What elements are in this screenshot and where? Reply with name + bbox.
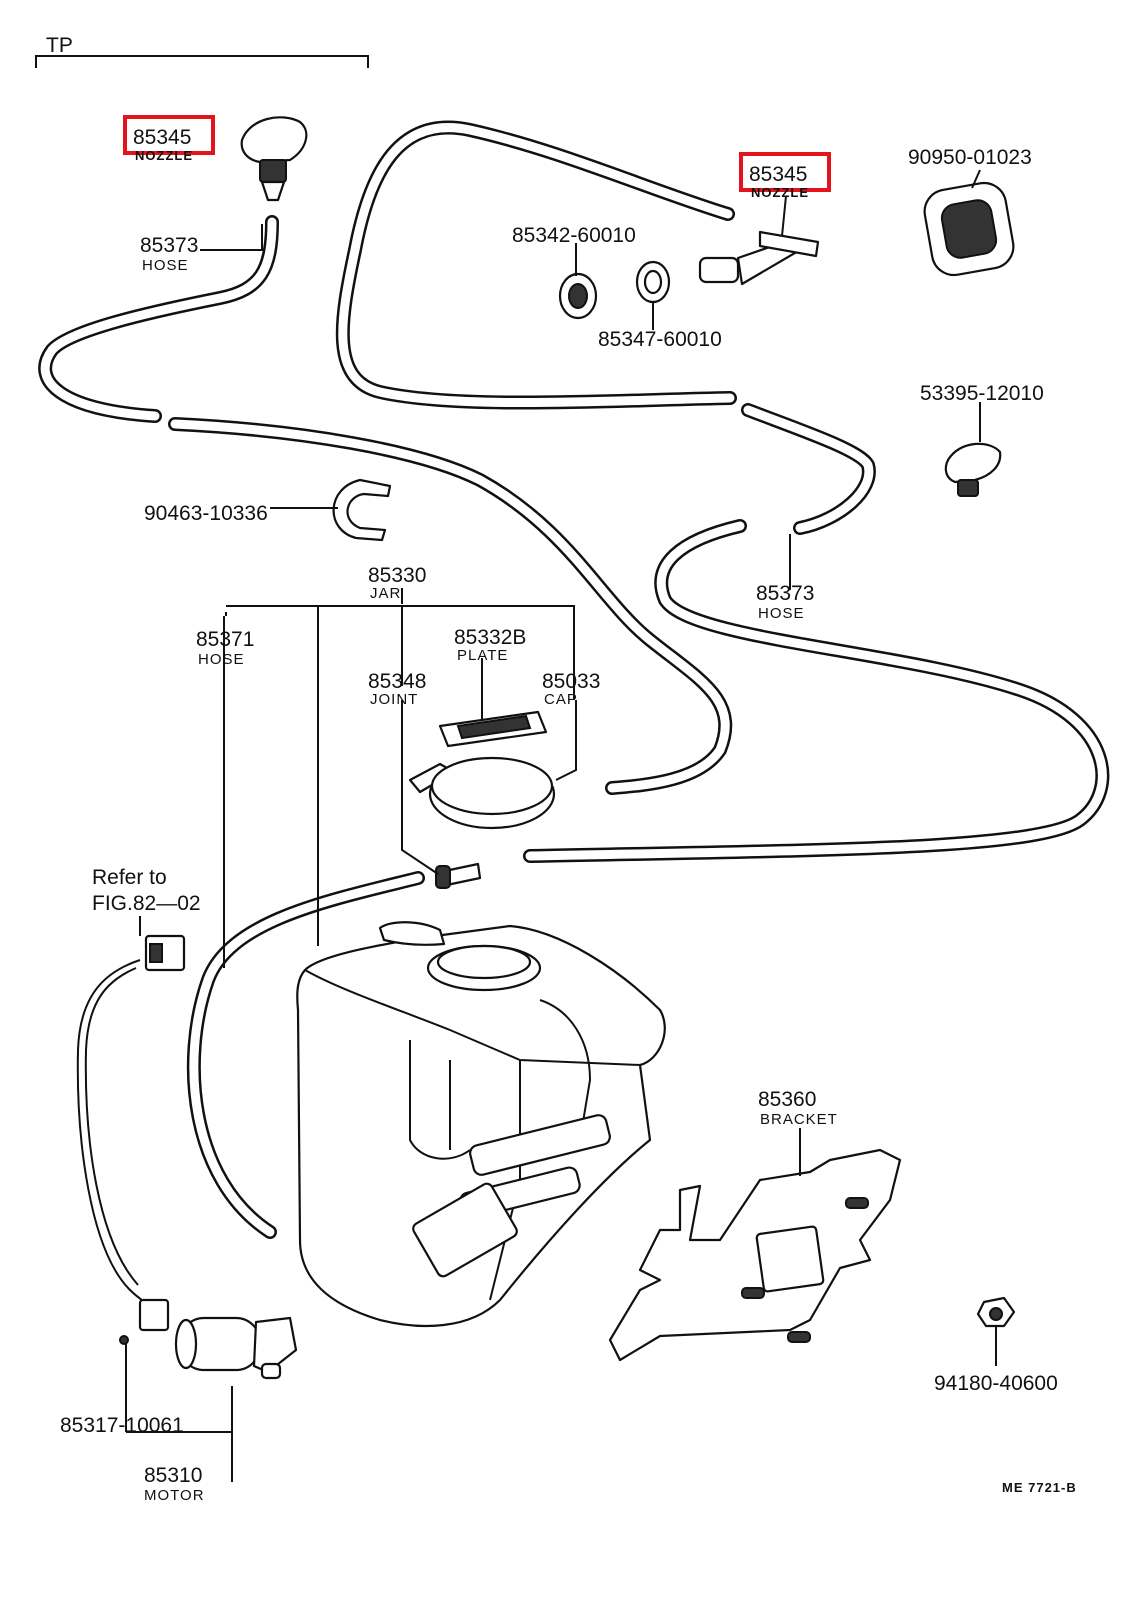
part-number: 85345 bbox=[749, 163, 807, 186]
part-name: HOSE bbox=[198, 651, 245, 668]
nozzle-left-part[interactable] bbox=[240, 116, 308, 202]
part-name: HOSE bbox=[758, 605, 805, 622]
part-name: JOINT bbox=[370, 691, 418, 708]
part-number: 85332B bbox=[454, 626, 526, 649]
joint-part[interactable] bbox=[435, 862, 482, 889]
motor-part[interactable] bbox=[119, 1316, 298, 1380]
label-hose-right[interactable]: 85373 HOSE bbox=[756, 582, 814, 622]
hose-right-network bbox=[523, 403, 1110, 863]
jar-part[interactable] bbox=[296, 921, 666, 1328]
label-nozzle-left[interactable]: 85345 NOZZLE bbox=[123, 115, 215, 163]
highlight-box-left bbox=[123, 115, 215, 155]
section-label: TP bbox=[46, 34, 73, 57]
part-number: 85317-10061 bbox=[60, 1414, 184, 1437]
label-cap[interactable]: 85033 CAP bbox=[542, 670, 600, 708]
part-name: MOTOR bbox=[144, 1487, 205, 1504]
hose-left-network bbox=[38, 215, 733, 795]
part-number: 94180-40600 bbox=[934, 1372, 1058, 1395]
label-hose-main[interactable]: 85371 HOSE bbox=[196, 628, 254, 668]
nozzle-alt-part[interactable] bbox=[944, 442, 1002, 497]
clamp-part[interactable] bbox=[332, 478, 392, 542]
part-number: 90950-01023 bbox=[908, 146, 1032, 169]
section-header: TP bbox=[35, 34, 369, 68]
part-number: 85033 bbox=[542, 670, 600, 693]
plate-part[interactable] bbox=[438, 710, 548, 748]
label-clamp[interactable]: 90463-10336 bbox=[144, 502, 268, 525]
label-hose-left[interactable]: 85373 HOSE bbox=[140, 234, 198, 274]
part-name: BRACKET bbox=[760, 1111, 838, 1128]
label-motor[interactable]: 85310 MOTOR bbox=[144, 1464, 205, 1504]
refer-note[interactable]: Refer to FIG.82—02 bbox=[92, 866, 201, 915]
label-nut[interactable]: 94180-40600 bbox=[934, 1372, 1058, 1395]
connector-part[interactable] bbox=[138, 934, 186, 1332]
label-grommet[interactable]: 90950-01023 bbox=[908, 146, 1032, 169]
highlight-box-right bbox=[739, 152, 831, 192]
label-nozzle-right[interactable]: 85345 NOZZLE bbox=[739, 152, 831, 200]
label-bracket[interactable]: 85360 BRACKET bbox=[758, 1088, 838, 1128]
part-number: 85330 bbox=[368, 564, 426, 587]
part-number: 85342-60010 bbox=[512, 224, 636, 247]
part-name: PLATE bbox=[457, 647, 508, 664]
hose-upper-loop bbox=[335, 120, 737, 410]
part-number: 85347-60010 bbox=[598, 328, 722, 351]
refer-line-1: Refer to bbox=[92, 866, 167, 889]
part-number: 85360 bbox=[758, 1088, 816, 1111]
part-number: 85345 bbox=[133, 126, 191, 149]
part-name: NOZZLE bbox=[135, 148, 193, 163]
label-nozzle-alt[interactable]: 53395-12010 bbox=[920, 382, 1044, 405]
leader-lines bbox=[126, 169, 997, 1482]
part-number: 85373 bbox=[140, 234, 198, 257]
part-name: NOZZLE bbox=[751, 185, 809, 200]
nut-part[interactable] bbox=[976, 1296, 1016, 1328]
seal-85347-part[interactable] bbox=[635, 260, 671, 304]
nozzle-right-part[interactable] bbox=[698, 230, 820, 286]
part-name: CAP bbox=[544, 691, 578, 708]
part-name: HOSE bbox=[142, 257, 189, 274]
label-jar[interactable]: 85330 JAR bbox=[368, 564, 426, 602]
part-number: 85371 bbox=[196, 628, 254, 651]
label-seal-b[interactable]: 85347-60010 bbox=[598, 328, 722, 351]
drawing-code: ME 7721-B bbox=[1002, 1480, 1077, 1495]
part-number: 85310 bbox=[144, 1464, 202, 1487]
motor-harness bbox=[76, 959, 156, 1311]
label-grommet-motor[interactable]: 85317-10061 bbox=[60, 1414, 184, 1437]
bracket-part[interactable] bbox=[608, 1148, 902, 1362]
part-number: 85373 bbox=[756, 582, 814, 605]
hose-main-85371 bbox=[186, 871, 425, 1239]
label-joint[interactable]: 85348 JOINT bbox=[368, 670, 426, 708]
seal-85342-part[interactable] bbox=[558, 272, 598, 320]
label-plate[interactable]: 85332B PLATE bbox=[454, 626, 526, 664]
part-number: 85348 bbox=[368, 670, 426, 693]
grommet-part[interactable] bbox=[921, 180, 1017, 279]
part-name: JAR bbox=[370, 585, 401, 602]
part-number: 90463-10336 bbox=[144, 502, 268, 525]
cap-part[interactable] bbox=[408, 756, 556, 830]
label-seal-a[interactable]: 85342-60010 bbox=[512, 224, 636, 247]
part-number: 53395-12010 bbox=[920, 382, 1044, 405]
refer-line-2: FIG.82—02 bbox=[92, 892, 201, 915]
